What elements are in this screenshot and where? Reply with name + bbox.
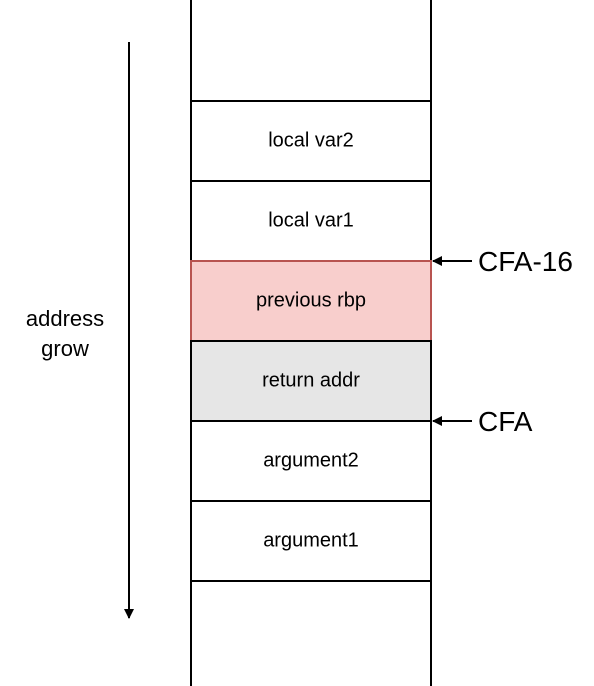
stack-cell-label: argument2 [263,449,359,471]
stack-cell-rect [190,180,432,262]
stack-cell-argument1: argument1 [190,500,432,582]
stack-cell-label: local var1 [268,209,354,231]
stack-cell-rect [190,100,432,182]
stack-cell-label: local var2 [268,129,354,151]
address-grow-label-line1: address [26,306,104,331]
address-grow-indicator: address grow [10,42,134,619]
stack-cell-previous-rbp: previous rbp [190,260,432,342]
address-grow-label-background [10,298,124,366]
stack-cell-rect [190,260,432,342]
stack-cell-label: argument1 [263,529,359,551]
stack-cell-argument2: argument2 [190,420,432,502]
pointer-cfa-minus-16: CFA-16 [432,246,573,277]
address-grow-label-line2: grow [41,336,89,361]
stack-cell-rect [190,500,432,582]
pointer-cfa: CFA [432,406,533,437]
stack-cell-rect [190,420,432,502]
pointer-cfa-minus-16-label: CFA-16 [478,246,573,277]
stack-cell-rect [190,340,432,422]
stack-cell-label: previous rbp [256,289,366,311]
stack-cell-label: return addr [262,369,360,391]
stack-cell-return-addr: return addr [190,340,432,422]
stack-cell-local-var1: local var1 [190,180,432,262]
stack-cell-local-var2: local var2 [190,100,432,182]
pointer-cfa-label: CFA [478,406,533,437]
